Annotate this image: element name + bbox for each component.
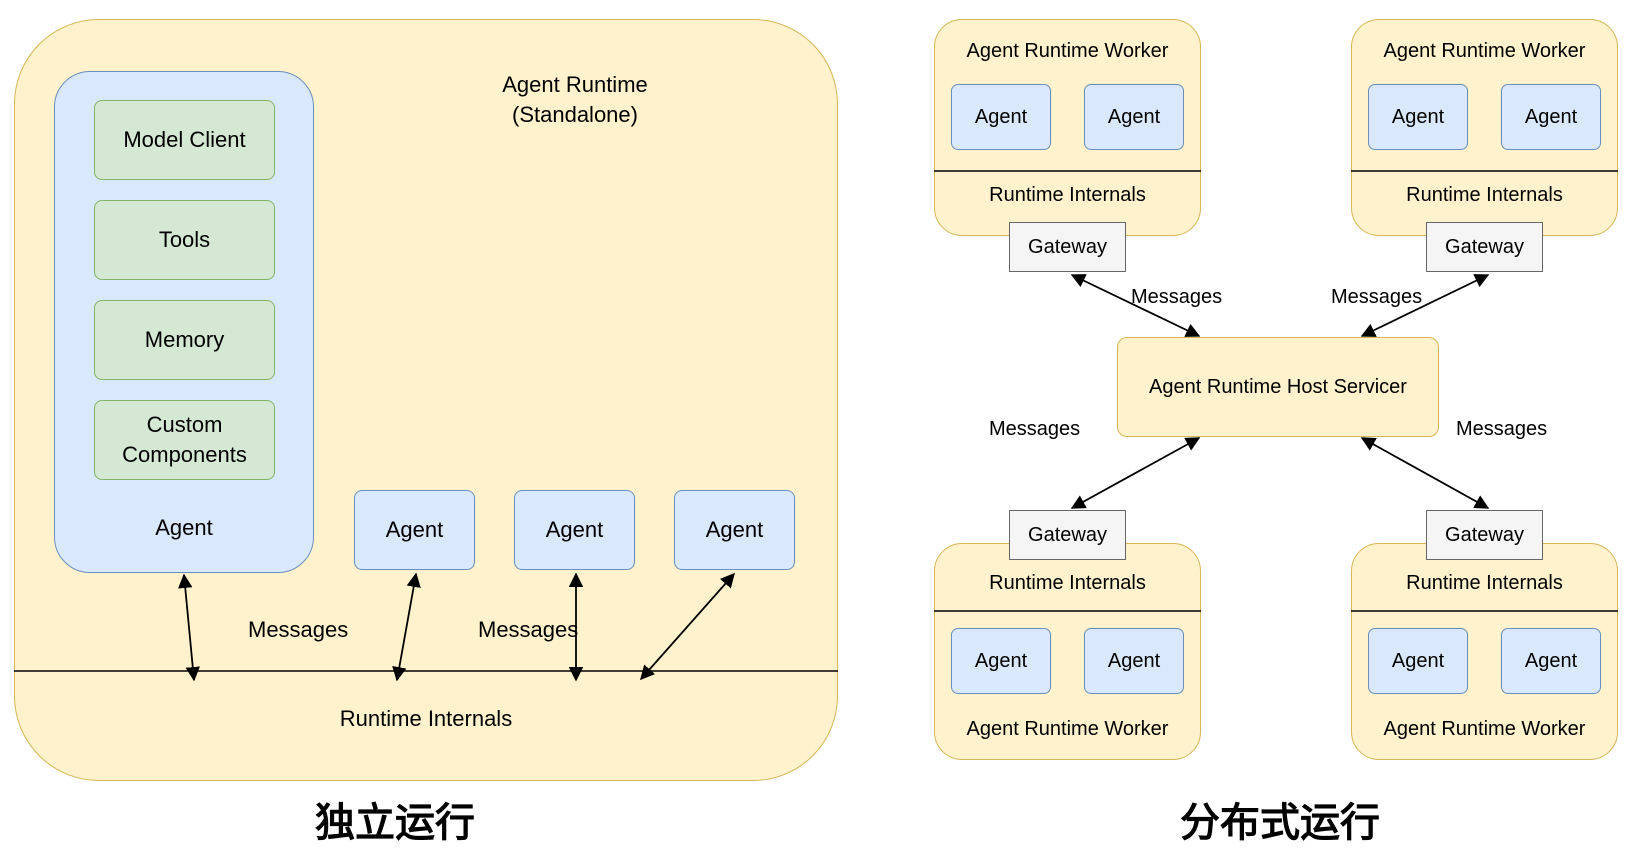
worker-2-internals: Runtime Internals [1351, 184, 1618, 207]
worker-4-messages-label: Messages [1456, 418, 1548, 440]
arrow-gateway-2-host [1360, 274, 1490, 337]
arrow-agent-1-internals [392, 572, 421, 682]
tools-component[interactable]: Tools [94, 200, 275, 280]
model-client-component[interactable]: Model Client [94, 100, 275, 180]
worker-4-gateway[interactable]: Gateway [1426, 510, 1543, 560]
worker-4-agent-1-label: Agent [1391, 649, 1445, 672]
worker-2-gateway-label: Gateway [1445, 235, 1524, 258]
worker-4-agent-1[interactable]: Agent [1368, 628, 1468, 694]
standalone-agent-3[interactable]: Agent [674, 490, 795, 570]
standalone-runtime-internals-label: Runtime Internals [14, 706, 838, 732]
worker-3-agent-1-label: Agent [974, 649, 1028, 672]
worker-2-title: Agent Runtime Worker [1351, 40, 1618, 63]
worker-1-agent-2-label: Agent [1107, 105, 1161, 128]
arrow-agent-3-internals [640, 572, 735, 681]
tools-label: Tools [158, 227, 211, 252]
worker-3-agent-2[interactable]: Agent [1084, 628, 1184, 694]
host-servicer-box[interactable]: Agent Runtime Host Servicer [1117, 337, 1439, 437]
worker-4-title-text: Agent Runtime Worker [1383, 718, 1586, 740]
standalone-runtime-internals-text: Runtime Internals [339, 706, 513, 731]
worker-3-gateway[interactable]: Gateway [1009, 510, 1126, 560]
worker-3-internals-text: Runtime Internals [989, 572, 1146, 594]
worker-4-title: Agent Runtime Worker [1351, 718, 1618, 741]
worker-3-title-text: Agent Runtime Worker [966, 718, 1169, 740]
standalone-agent-1-label: Agent [385, 517, 444, 542]
worker-3-title: Agent Runtime Worker [934, 718, 1201, 741]
worker-4-agent-2-label: Agent [1524, 649, 1578, 672]
standalone-agent-3-label: Agent [705, 517, 764, 542]
worker-1-gateway-label: Gateway [1028, 235, 1107, 258]
standalone-runtime-title-line2: (Standalone) [512, 102, 638, 127]
worker-1-internals-text: Runtime Internals [989, 184, 1146, 206]
worker-3-messages-label: Messages [989, 418, 1081, 440]
main-agent-label: Agent [54, 515, 314, 541]
worker-1-agent-1-label: Agent [974, 105, 1028, 128]
arrow-main-agent-internals [178, 573, 200, 682]
worker-2-agent-2[interactable]: Agent [1501, 84, 1601, 150]
worker-3-internals: Runtime Internals [934, 572, 1201, 595]
worker-3-agent-1[interactable]: Agent [951, 628, 1051, 694]
worker-1-title-text: Agent Runtime Worker [966, 40, 1169, 62]
worker-4-internals-text: Runtime Internals [1406, 572, 1563, 594]
worker-4-agent-2[interactable]: Agent [1501, 628, 1601, 694]
main-agent-label-text: Agent [155, 515, 213, 540]
worker-4-gateway-label: Gateway [1445, 523, 1524, 546]
arrow-gateway-4-host [1360, 437, 1490, 509]
standalone-agent-1[interactable]: Agent [354, 490, 475, 570]
host-servicer-label: Agent Runtime Host Servicer [1149, 375, 1407, 398]
standalone-caption: 独立运行 [240, 790, 550, 848]
custom-components-label: Custom Components [122, 412, 247, 467]
arrow-gateway-1-host [1070, 274, 1201, 337]
worker-1-agent-2[interactable]: Agent [1084, 84, 1184, 150]
worker-1-gateway[interactable]: Gateway [1009, 222, 1126, 272]
worker-2-agent-1-label: Agent [1391, 105, 1445, 128]
standalone-messages-label-2: Messages [478, 617, 579, 642]
standalone-runtime-title-line1: Agent Runtime [502, 72, 648, 97]
standalone-runtime-title: Agent Runtime (Standalone) [460, 70, 690, 130]
worker-2-title-text: Agent Runtime Worker [1383, 40, 1586, 62]
worker-1-agent-1[interactable]: Agent [951, 84, 1051, 150]
standalone-messages-label-1: Messages [248, 617, 349, 642]
worker-2-gateway[interactable]: Gateway [1426, 222, 1543, 272]
memory-component[interactable]: Memory [94, 300, 275, 380]
worker-2-internals-text: Runtime Internals [1406, 184, 1563, 206]
worker-2-agent-2-label: Agent [1524, 105, 1578, 128]
standalone-agent-2-label: Agent [545, 517, 604, 542]
worker-3-gateway-label: Gateway [1028, 523, 1107, 546]
worker-1-title: Agent Runtime Worker [934, 40, 1201, 63]
distributed-caption-text: 分布式运行 [1180, 801, 1380, 845]
worker-4-internals: Runtime Internals [1351, 572, 1618, 595]
standalone-caption-text: 独立运行 [315, 801, 475, 845]
distributed-caption: 分布式运行 [1100, 790, 1460, 848]
worker-3-agent-2-label: Agent [1107, 649, 1161, 672]
standalone-agent-2[interactable]: Agent [514, 490, 635, 570]
model-client-label: Model Client [123, 127, 246, 152]
worker-2-agent-1[interactable]: Agent [1368, 84, 1468, 150]
arrow-gateway-3-host [1070, 437, 1201, 509]
custom-components-component[interactable]: Custom Components [94, 400, 275, 480]
memory-label: Memory [144, 327, 225, 352]
worker-1-internals: Runtime Internals [934, 184, 1201, 207]
